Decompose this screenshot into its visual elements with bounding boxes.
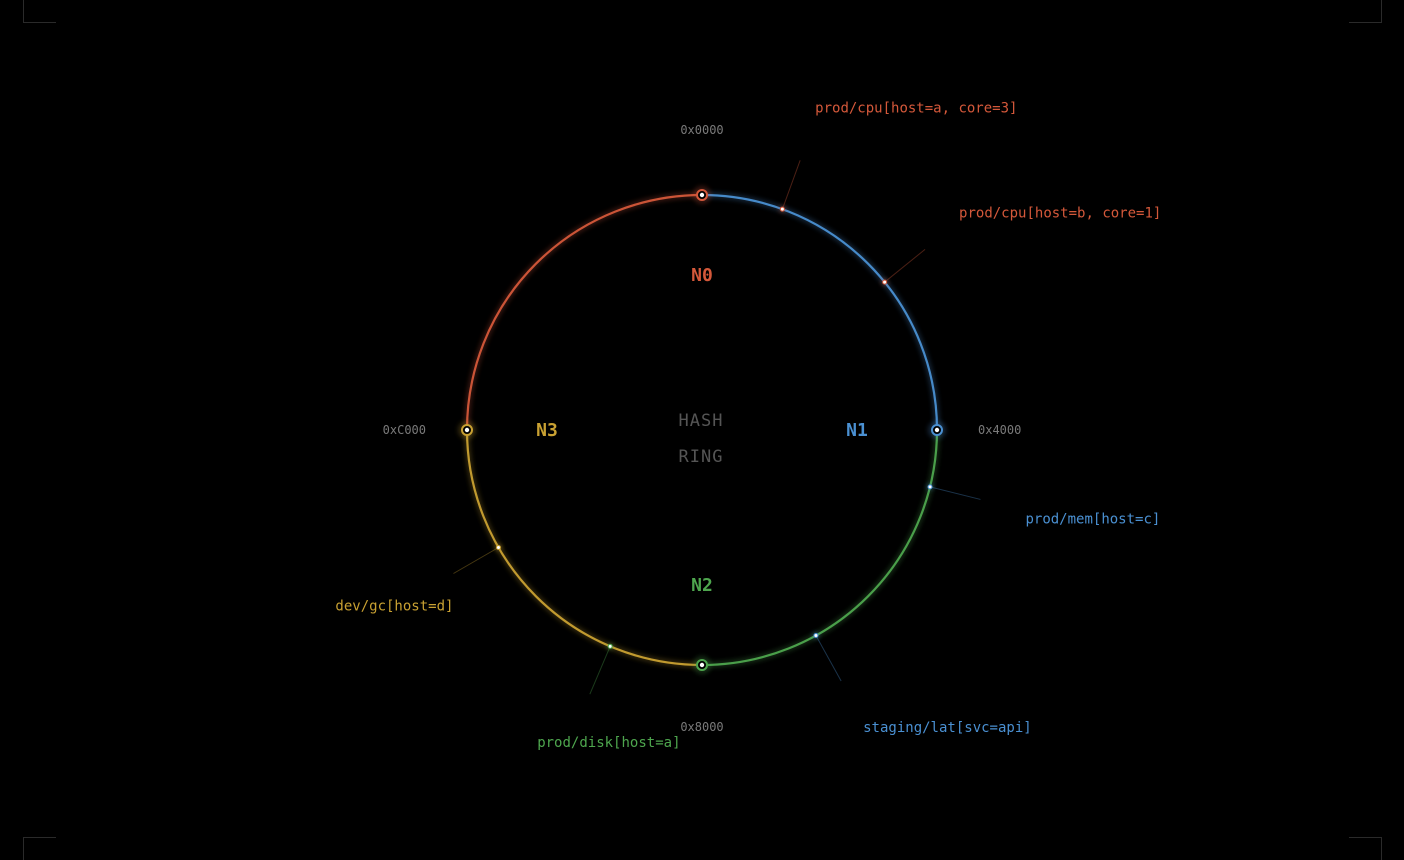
key-label-prod-cpu-host-a-core-3: prod/cpu[host=a, core=3] <box>815 100 1017 116</box>
leader-line-prod-cpu-host-a-core-3 <box>781 160 801 210</box>
hex-label-n2: 0x8000 <box>680 720 723 734</box>
key-label-prod-cpu-host-b-core-1: prod/cpu[host=b, core=1] <box>959 205 1161 221</box>
node-marker-core-n1 <box>934 427 940 433</box>
key-dot-dev-gc-host-d[interactable] <box>495 545 501 550</box>
key-dot-prod-cpu-host-b-core-1[interactable] <box>882 279 888 285</box>
hex-label-n3: 0xC000 <box>383 423 426 437</box>
ring-arcs <box>464 192 940 668</box>
node-label-n2: N2 <box>691 575 713 596</box>
hex-label-n0: 0x0000 <box>680 123 723 137</box>
node-marker-core-n0 <box>699 192 705 198</box>
leader-line-prod-disk-host-a <box>589 646 611 695</box>
arc-n3 <box>465 429 703 667</box>
arc-n0 <box>465 193 703 431</box>
leader-line-staging-lat-svc-api <box>815 635 842 682</box>
arc-glow-n2 <box>701 429 940 668</box>
center-title-line2: RING <box>679 447 724 467</box>
node-marker-core-n2 <box>699 662 705 668</box>
key-dot-prod-cpu-host-a-core-3[interactable] <box>779 206 785 212</box>
frame-corner-bottom-right <box>1349 837 1382 860</box>
frame-corner-bottom-left <box>23 837 56 860</box>
leader-line-prod-mem-host-c <box>929 486 981 500</box>
leader-line-dev-gc-host-d <box>453 547 499 574</box>
key-dot-prod-mem-host-c[interactable] <box>927 484 933 490</box>
arc-glow-n0 <box>464 192 703 431</box>
node-marker-core-n3 <box>464 427 470 433</box>
node-label-n0: N0 <box>691 265 713 286</box>
key-label-prod-mem-host-c: prod/mem[host=c] <box>1025 511 1160 527</box>
hex-label-n1: 0x4000 <box>978 423 1021 437</box>
key-dot-prod-disk-host-a[interactable] <box>607 643 613 649</box>
key-dot-staging-lat-svc-api[interactable] <box>813 633 819 639</box>
leader-line-prod-cpu-host-b-core-1 <box>884 248 926 283</box>
frame-corner-top-left <box>23 0 56 23</box>
key-label-staging-lat-svc-api: staging/lat[svc=api] <box>863 720 1032 736</box>
arc-glow-n1 <box>701 192 940 431</box>
ring-markers <box>458 186 946 674</box>
key-label-dev-gc-host-d: dev/gc[host=d] <box>335 599 453 615</box>
arc-n1 <box>701 193 939 431</box>
node-label-n3: N3 <box>536 420 558 441</box>
key-label-prod-disk-host-a: prod/disk[host=a] <box>537 735 680 751</box>
center-title-line1: HASH <box>679 411 724 431</box>
key-leader-lines <box>453 160 981 695</box>
frame-corner-top-right <box>1349 0 1382 23</box>
arc-glow-n3 <box>464 429 703 668</box>
node-label-n1: N1 <box>846 420 868 441</box>
arc-n2 <box>701 429 939 667</box>
